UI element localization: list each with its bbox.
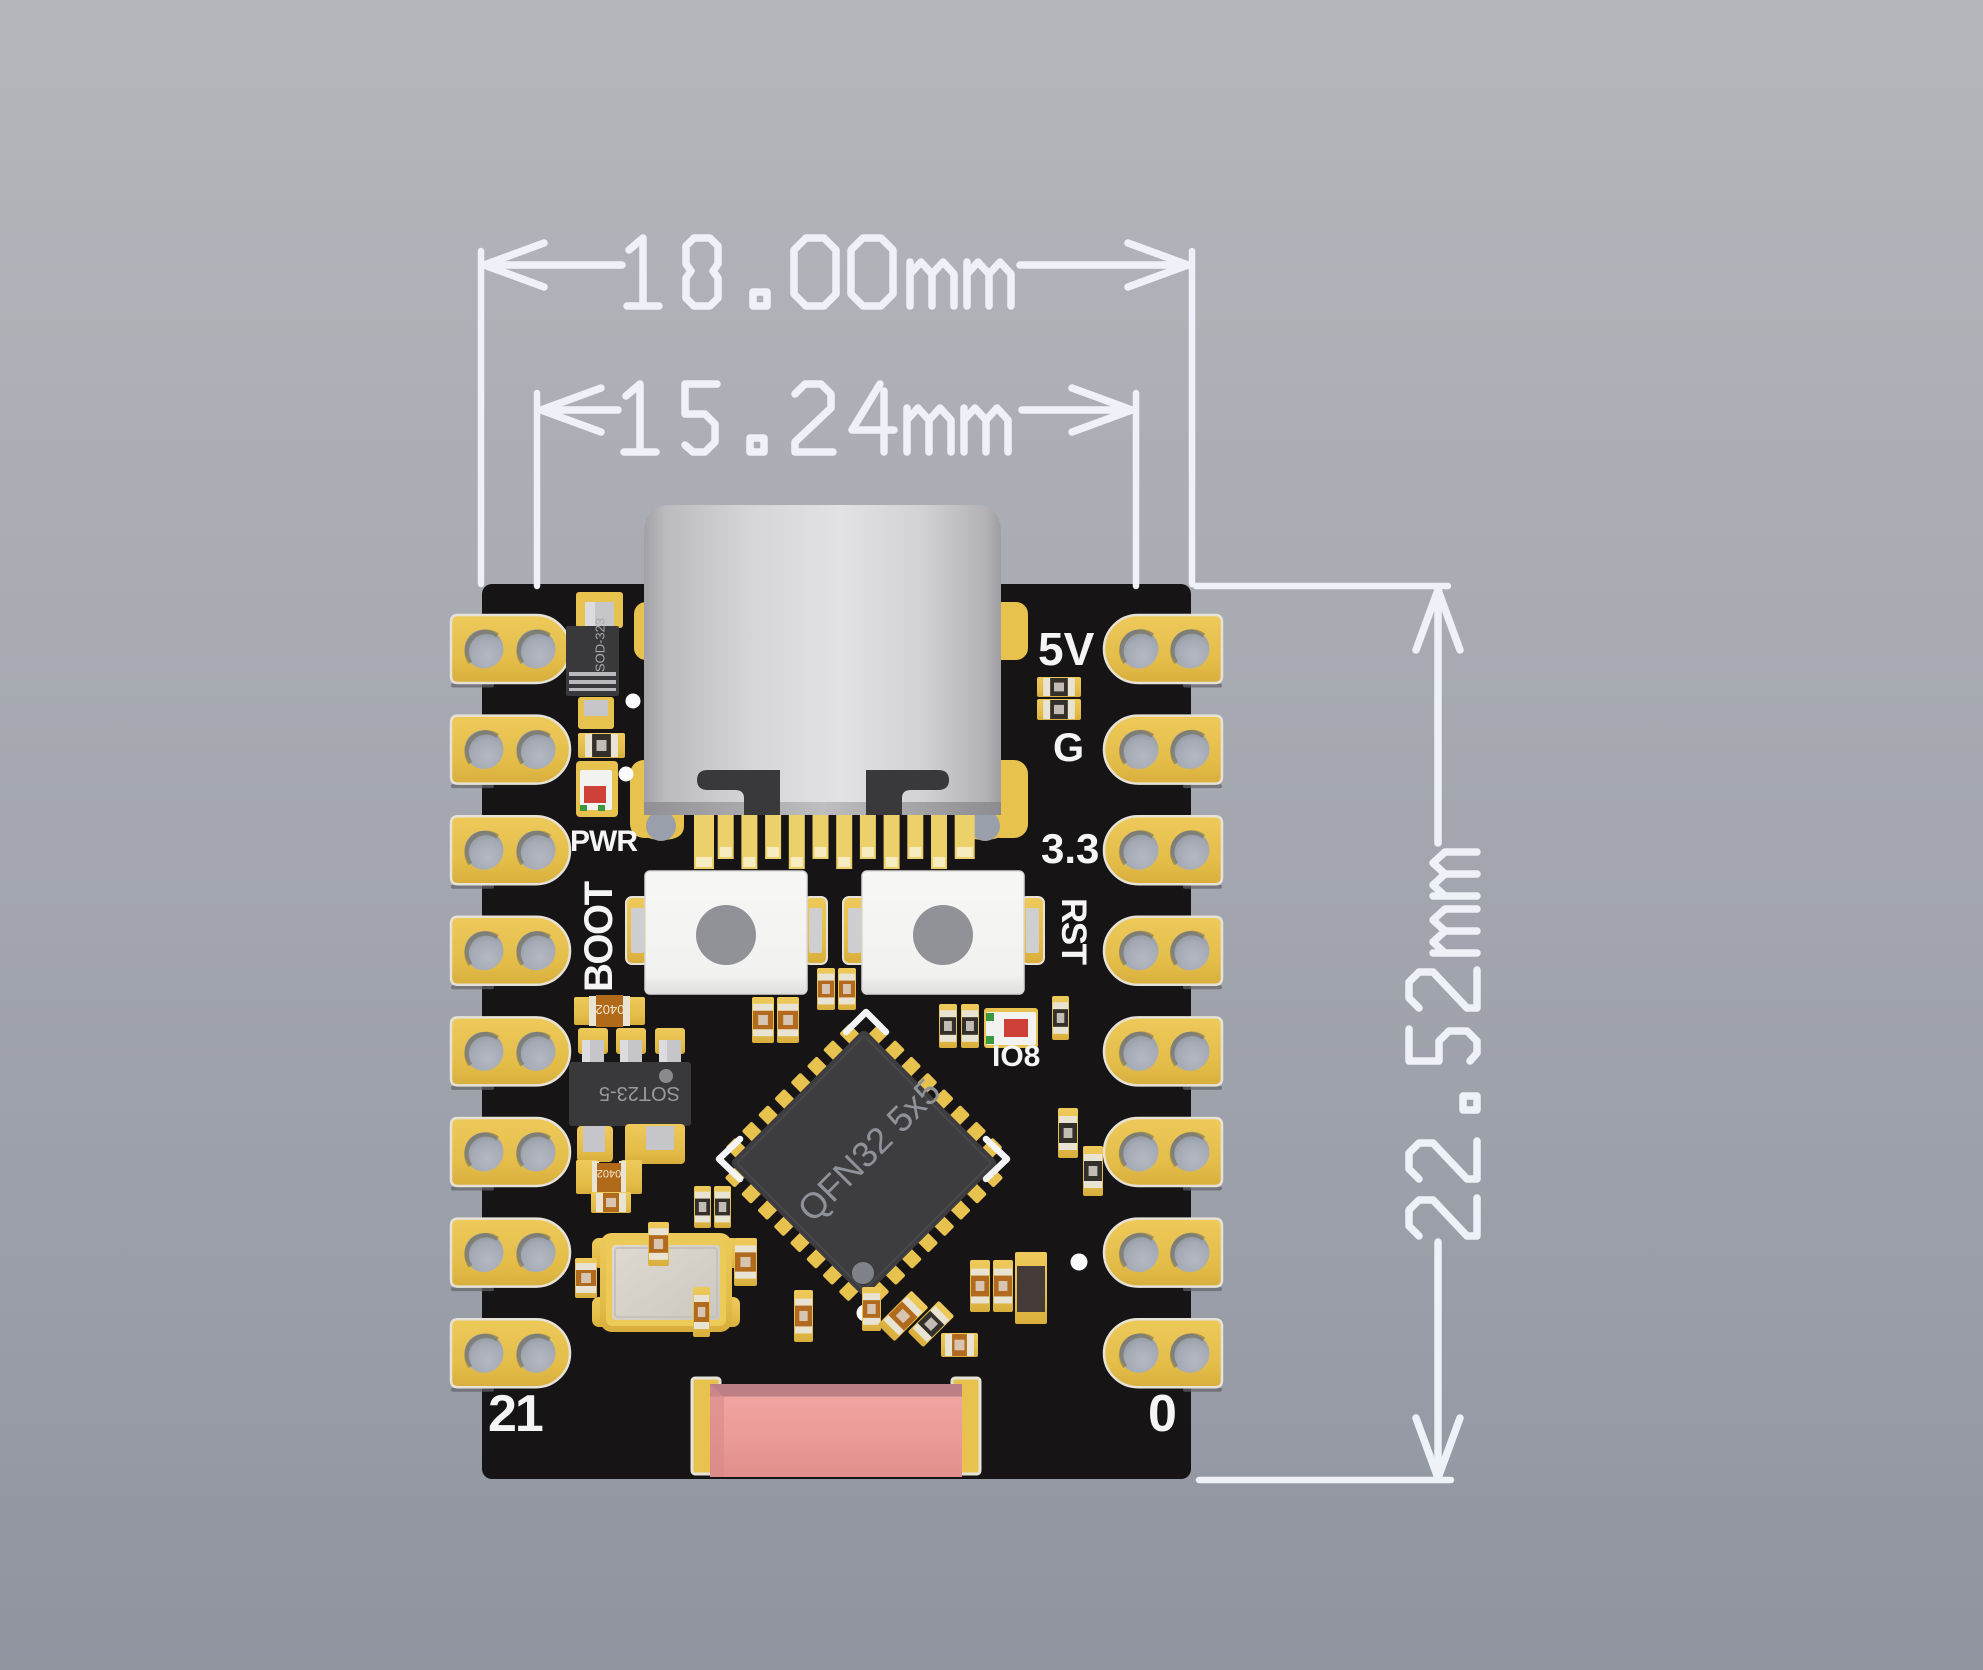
- svg-text:0402: 0402: [597, 1167, 621, 1179]
- svg-text:0: 0: [1148, 1385, 1177, 1443]
- svg-text:IO8: IO8: [992, 1040, 1040, 1073]
- svg-text:RST: RST: [1054, 898, 1093, 965]
- svg-text:SOT23-5: SOT23-5: [599, 1082, 680, 1104]
- svg-text:BOOT: BOOT: [577, 881, 621, 992]
- svg-text:3.3: 3.3: [1041, 825, 1099, 872]
- svg-text:5V: 5V: [1038, 623, 1095, 675]
- svg-text:G: G: [1053, 726, 1084, 770]
- svg-text:PWR: PWR: [570, 825, 638, 858]
- svg-text:21: 21: [488, 1385, 543, 1443]
- svg-text:SOD-323: SOD-323: [592, 618, 607, 672]
- svg-text:0402: 0402: [596, 1002, 625, 1017]
